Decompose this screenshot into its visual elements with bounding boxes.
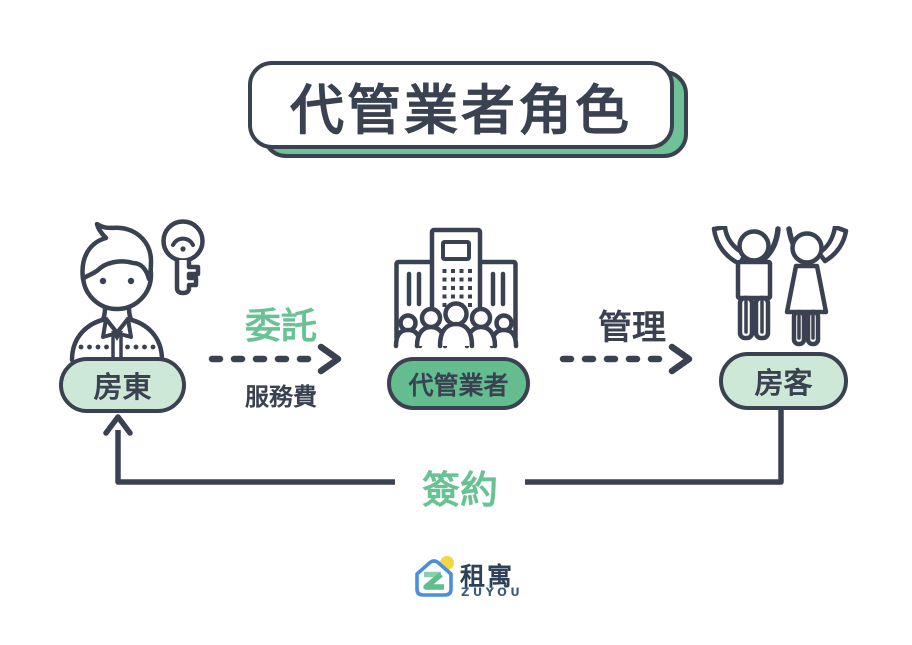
page-title: 代管業者角色	[290, 78, 632, 142]
landlord-label: 房東	[93, 370, 152, 404]
agent-node-pill: 代管業者	[387, 357, 530, 410]
arrowhead-up-icon	[103, 414, 133, 436]
arrowhead-right-icon	[317, 343, 342, 375]
entrust-label: 委託	[244, 306, 317, 347]
contract-label: 簽約	[421, 468, 498, 512]
cheering-couple-icon	[711, 226, 849, 347]
tenant-label: 房客	[754, 366, 813, 400]
manage-label: 管理	[598, 308, 666, 348]
service-fee-label: 服務費	[245, 383, 317, 411]
office-building-crowd-icon	[393, 227, 519, 349]
crowd-icon	[393, 301, 519, 349]
title-banner: 代管業者角色	[248, 61, 674, 149]
arrowhead-right-icon	[668, 343, 693, 375]
contract-loop-arrow	[103, 403, 784, 485]
manage-dashed-arrow	[559, 343, 693, 375]
logo-romanized: ZUYOU	[461, 585, 524, 599]
landlord-person-icon	[69, 222, 165, 363]
key-icon	[161, 219, 205, 296]
landlord-node-pill: 房東	[59, 357, 186, 413]
entrust-dashed-arrow	[208, 343, 342, 375]
agent-label: 代管業者	[408, 370, 509, 400]
logo-name: 租寓	[460, 562, 515, 591]
house-logo-icon	[415, 556, 454, 597]
shirt-dots	[78, 344, 156, 350]
tenant-node-pill: 房客	[719, 352, 848, 410]
